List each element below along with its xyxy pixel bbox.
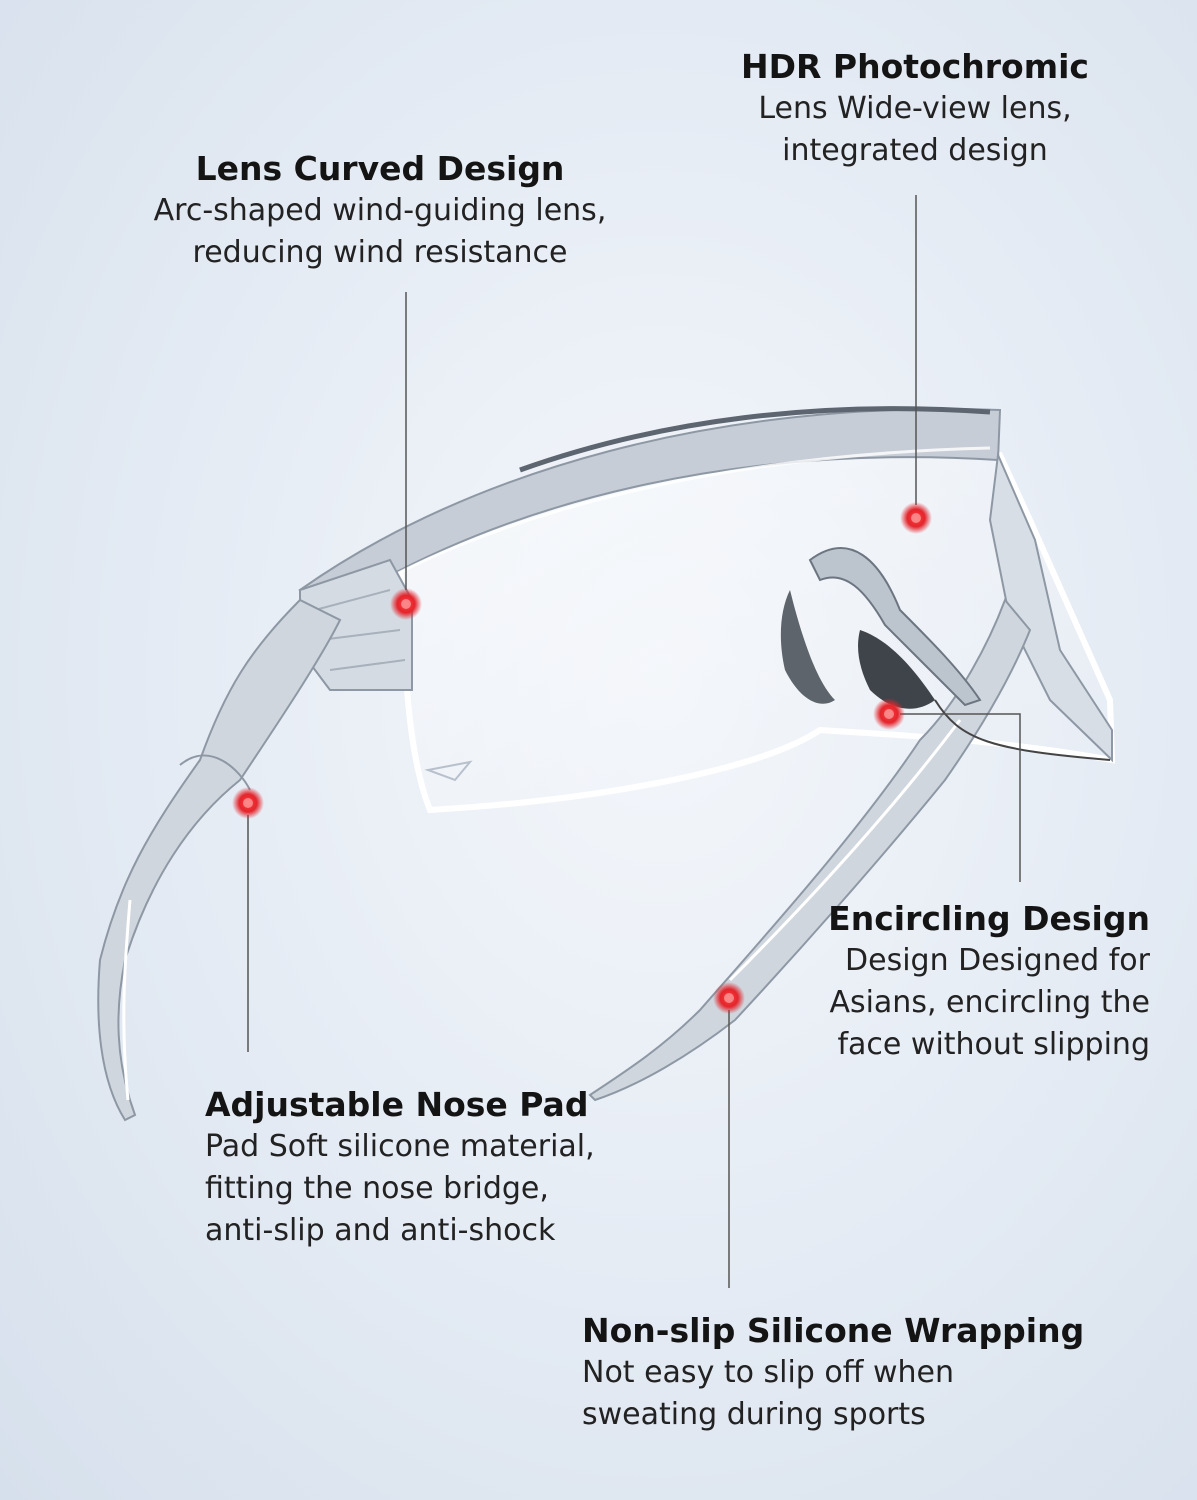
- nose-pad-left: [780, 590, 835, 704]
- feature-title: Non-slip Silicone Wrapping: [582, 1311, 1085, 1350]
- feature-desc-line: reducing wind resistance: [192, 235, 568, 270]
- feature-desc-line: sweating during sports: [582, 1397, 926, 1432]
- feature-desc-line: anti-slip and anti-shock: [205, 1213, 556, 1248]
- feature-title: Lens Curved Design: [195, 149, 565, 188]
- feature-non-slip-silicone-wrapping: Non-slip Silicone Wrapping Not easy to s…: [582, 1310, 1102, 1436]
- feature-desc-line: face without slipping: [837, 1027, 1150, 1062]
- red-dot-icon: [232, 787, 264, 819]
- right-frame: [988, 451, 1113, 763]
- nose-pad-right: [858, 630, 935, 709]
- red-dot-icon: [873, 698, 905, 730]
- feature-hdr-photochromic: HDR Photochromic Lens Wide-view lens, in…: [700, 46, 1130, 172]
- feature-desc-line: Asians, encircling the: [829, 985, 1150, 1020]
- feature-title: HDR Photochromic: [741, 47, 1089, 86]
- feature-desc-line: Design Designed for: [845, 943, 1150, 978]
- callout-line-encircling: [900, 713, 1021, 882]
- red-dot-icon: [900, 502, 932, 534]
- feature-adjustable-nose-pad: Adjustable Nose Pad Pad Soft silicone ma…: [205, 1084, 675, 1252]
- feature-encircling-design: Encircling Design Design Designed for As…: [760, 898, 1150, 1066]
- feature-desc-line: fitting the nose bridge,: [205, 1171, 549, 1206]
- feature-desc-line: Not easy to slip off when: [582, 1355, 954, 1390]
- feature-lens-curved-design: Lens Curved Design Arc-shaped wind-guidi…: [110, 148, 650, 274]
- nose-bridge: [808, 547, 982, 707]
- feature-desc-line: Lens Wide-view lens,: [758, 91, 1072, 126]
- feature-desc-line: Pad Soft silicone material,: [205, 1129, 595, 1164]
- feature-desc-line: Arc-shaped wind-guiding lens,: [153, 193, 607, 228]
- feature-title: Encircling Design: [828, 899, 1150, 938]
- left-temple: [97, 598, 342, 1122]
- right-temple: [588, 598, 1032, 1102]
- red-dot-icon: [713, 982, 745, 1014]
- feature-title: Adjustable Nose Pad: [205, 1085, 589, 1124]
- red-dot-icon: [390, 588, 422, 620]
- feature-desc-line: integrated design: [782, 133, 1048, 168]
